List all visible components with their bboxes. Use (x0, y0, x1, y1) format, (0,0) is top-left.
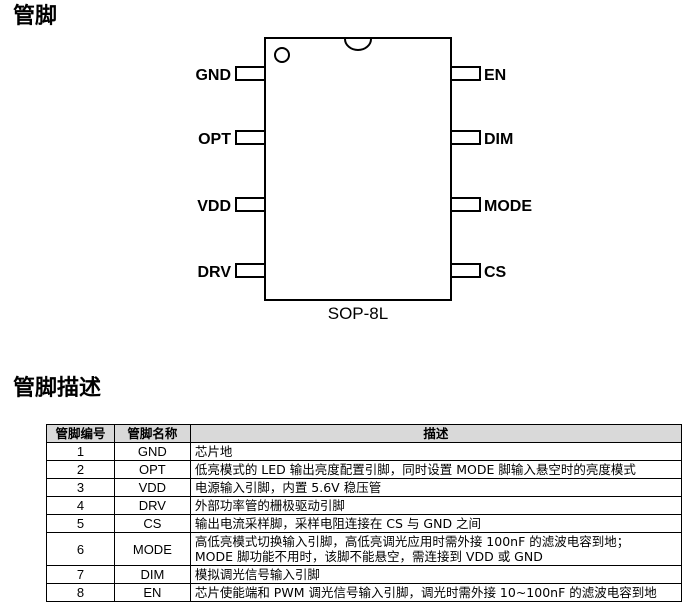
sop8-package-diagram: GND OPT VDD DRV EN DIM MODE CS SOP-8L (195, 37, 532, 323)
pin-name: GND (113, 442, 191, 461)
package-name: SOP-8L (328, 304, 388, 323)
table-row: 8 EN 芯片使能端和 PWM 调光信号输入引脚，调光时需外接 10~100nF… (46, 583, 683, 602)
pin-number: 5 (46, 514, 115, 533)
pin-description: 输出电流采样脚，采样电阻连接在 CS 与 GND 之间 (189, 514, 683, 533)
header-pin-number: 管脚编号 (46, 424, 115, 443)
table-row: 2 OPT 低亮模式的 LED 输出亮度配置引脚，同时设置 MODE 脚输入悬空… (46, 460, 683, 479)
pin-name: EN (113, 583, 191, 602)
pin-5-lead (450, 263, 481, 278)
pin-description-table: 管脚编号 管脚名称 描述 1 GND 芯片地 2 OPT 低亮模式的 LED 输… (46, 424, 683, 602)
pin-label-opt: OPT (198, 131, 231, 148)
pin-description: 芯片地 (189, 442, 683, 461)
table-row: 6 MODE 高低亮模式切换输入引脚，高低亮调光应用时需外接 100nF 的滤波… (46, 532, 683, 566)
pin-description-line: MODE 脚功能不用时，该脚不能悬空，需连接到 VDD 或 GND (194, 549, 543, 564)
section-heading-pins: 管脚 (13, 4, 58, 29)
pin-name: DIM (113, 565, 191, 584)
pin-6-lead (450, 197, 481, 212)
pin1-marker-icon (274, 47, 290, 63)
pin-number: 2 (46, 460, 115, 479)
pin-number: 3 (46, 478, 115, 497)
pin-number: 4 (46, 496, 115, 515)
pin-1-lead (235, 66, 266, 81)
pin-8-lead (450, 66, 481, 81)
table-row: 4 DRV 外部功率管的栅极驱动引脚 (46, 496, 683, 515)
pin-description: 高低亮模式切换输入引脚，高低亮调光应用时需外接 100nF 的滤波电容到地； M… (189, 532, 683, 566)
table-row: 3 VDD 电源输入引脚，内置 5.6V 稳压管 (46, 478, 683, 497)
pin-label-gnd: GND (195, 67, 231, 84)
pin-label-cs: CS (484, 264, 507, 281)
pin-number: 7 (46, 565, 115, 584)
pin-label-mode: MODE (484, 198, 532, 215)
table-row: 5 CS 输出电流采样脚，采样电阻连接在 CS 与 GND 之间 (46, 514, 683, 533)
pin-number: 8 (46, 583, 115, 602)
pin-label-vdd: VDD (197, 198, 231, 215)
pin-description: 模拟调光信号输入引脚 (189, 565, 683, 584)
pin-number: 6 (46, 532, 115, 566)
pin-description: 外部功率管的栅极驱动引脚 (189, 496, 683, 515)
pin-description-line: 高低亮模式切换输入引脚，高低亮调光应用时需外接 100nF 的滤波电容到地； (194, 534, 630, 549)
pin-description: 电源输入引脚，内置 5.6V 稳压管 (189, 478, 683, 497)
package-body (264, 37, 452, 301)
pin-name: VDD (113, 478, 191, 497)
pin-description: 低亮模式的 LED 输出亮度配置引脚，同时设置 MODE 脚输入悬空时的亮度模式 (189, 460, 683, 479)
table-header-row: 管脚编号 管脚名称 描述 (46, 424, 683, 443)
pin-name: DRV (113, 496, 191, 515)
table-row: 1 GND 芯片地 (46, 442, 683, 461)
pin-description: 芯片使能端和 PWM 调光信号输入引脚，调光时需外接 10~100nF 的滤波电… (189, 583, 683, 602)
pin-4-lead (235, 263, 266, 278)
package-notch (344, 38, 372, 51)
section-heading-pin-description: 管脚描述 (13, 376, 102, 401)
table-row: 7 DIM 模拟调光信号输入引脚 (46, 565, 683, 584)
pin-label-en: EN (484, 67, 506, 84)
pin-label-dim: DIM (484, 131, 513, 148)
pin-3-lead (235, 197, 266, 212)
header-pin-name: 管脚名称 (113, 424, 191, 443)
pin-number: 1 (46, 442, 115, 461)
pin-name: MODE (113, 532, 191, 566)
pin-label-drv: DRV (198, 264, 232, 281)
pin-7-lead (450, 130, 481, 145)
pin-name: CS (113, 514, 191, 533)
pin-2-lead (235, 130, 266, 145)
header-description: 描述 (189, 424, 683, 443)
pin-name: OPT (113, 460, 191, 479)
